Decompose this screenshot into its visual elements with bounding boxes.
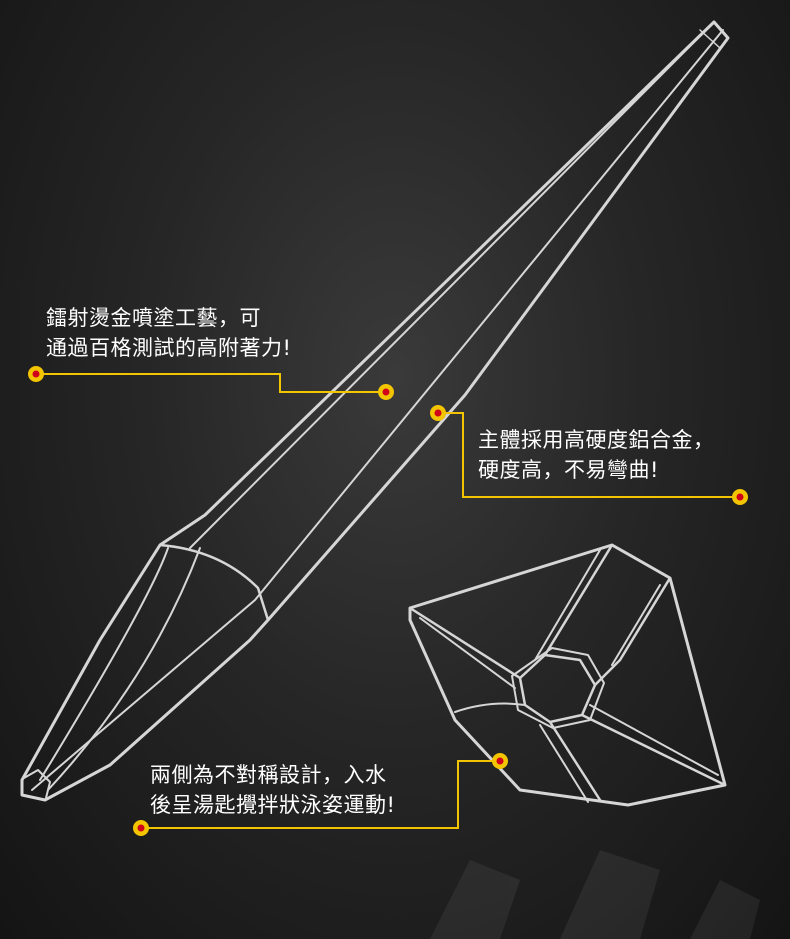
dot-coating-end	[378, 384, 394, 400]
dot-body-end	[732, 489, 748, 505]
dot-coating-start	[28, 366, 44, 382]
callout-body-line2: 硬度高，不易彎曲!	[478, 458, 659, 482]
background-texture	[430, 850, 760, 939]
callout-design-line1: 兩側為不對稱設計，入水	[150, 763, 387, 787]
lure-body-sketch	[20, 20, 730, 802]
callout-dots	[28, 366, 748, 836]
callout-coating-line1: 鐳射燙金噴塗工藝，可	[46, 306, 261, 330]
dot-design-start	[492, 753, 508, 769]
callout-coating: 鐳射燙金噴塗工藝，可 通過百格測試的高附著力!	[46, 303, 291, 363]
dot-design-end	[133, 820, 149, 836]
leader-design	[141, 760, 500, 829]
callout-design: 兩側為不對稱設計，入水 後呈湯匙攪拌狀泳姿運動!	[150, 760, 395, 820]
callout-coating-line2: 通過百格測試的高附著力!	[46, 336, 292, 360]
leader-coating	[36, 373, 386, 393]
callout-body: 主體採用高硬度鋁合金， 硬度高，不易彎曲!	[478, 425, 715, 485]
callout-leader-lines	[36, 373, 740, 829]
lure-head-sketch	[408, 543, 727, 807]
callout-design-line2: 後呈湯匙攪拌狀泳姿運動!	[150, 793, 396, 817]
dot-body-start	[430, 405, 446, 421]
callout-body-line1: 主體採用高硬度鋁合金，	[478, 428, 715, 452]
leader-body	[438, 412, 740, 498]
